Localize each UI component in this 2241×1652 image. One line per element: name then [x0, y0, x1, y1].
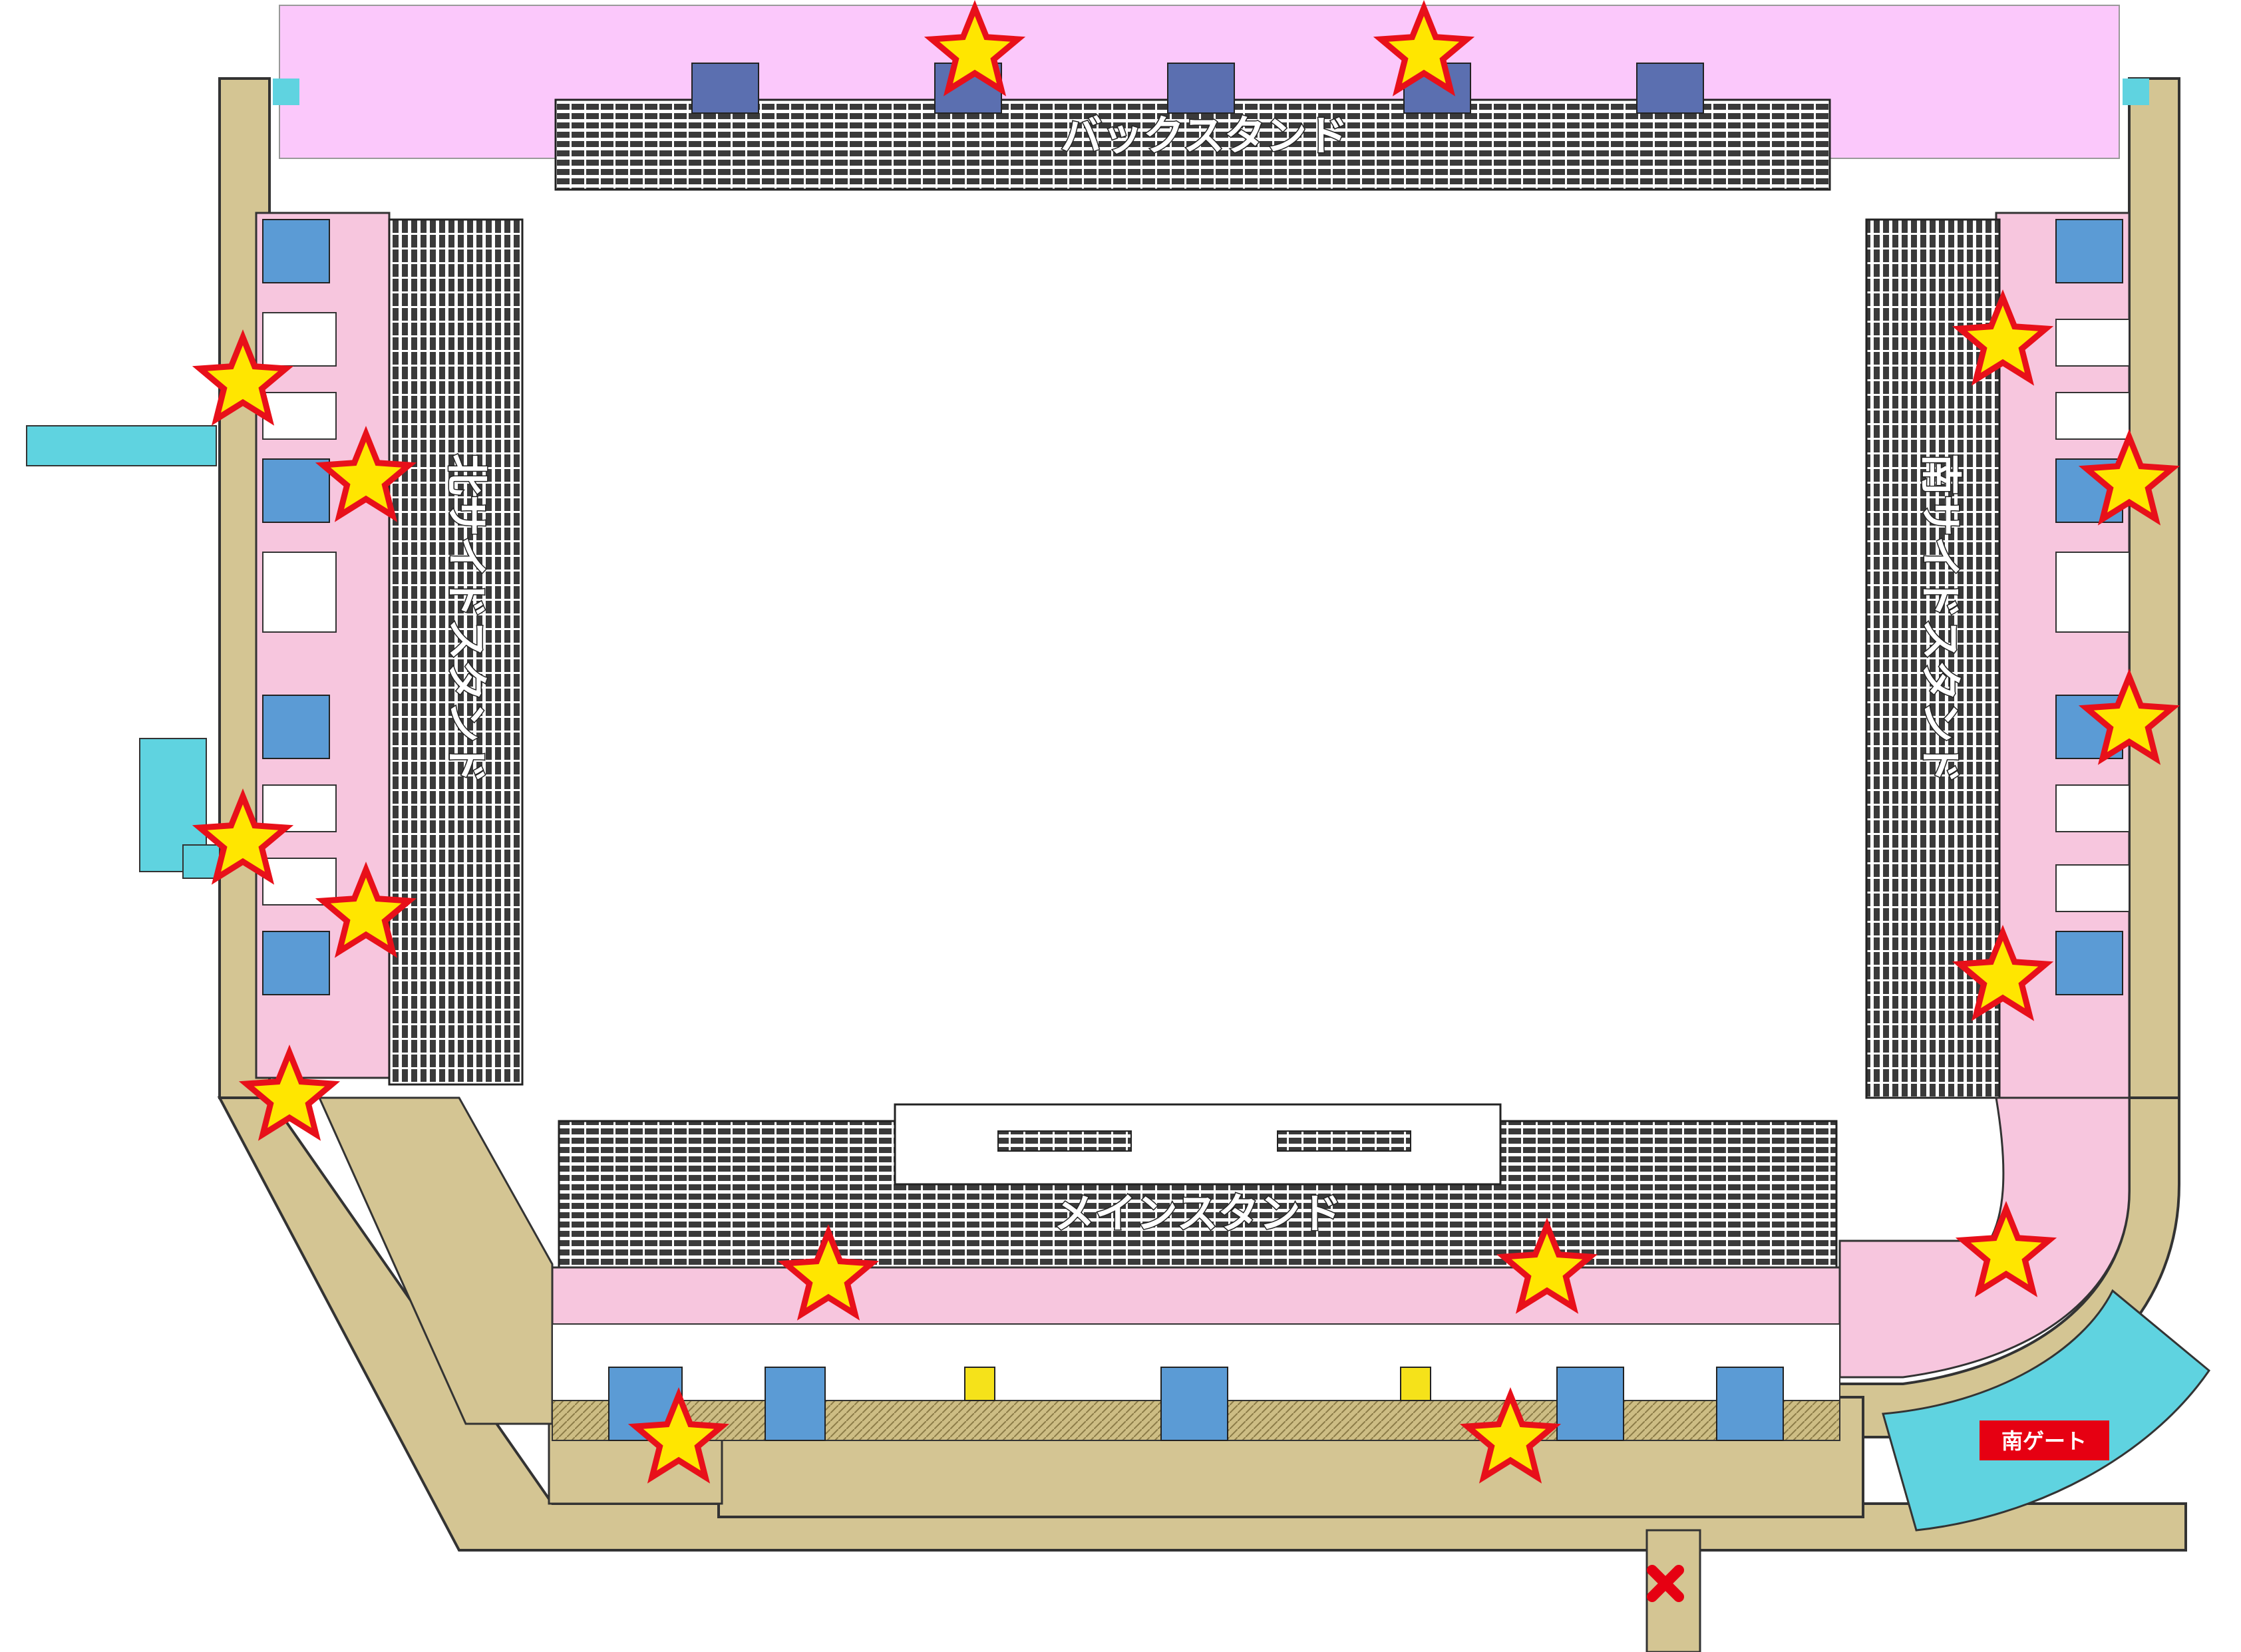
star-marker [315, 425, 417, 522]
north-side-stand-label: 北サイドスタンド [442, 454, 491, 784]
south-gate-stairs [1882, 1289, 2211, 1532]
back-stand-label: バックスタンド [1061, 111, 1348, 160]
star-marker [192, 329, 294, 426]
main-yellow-rooms [964, 1367, 1431, 1401]
star-marker [238, 1044, 341, 1141]
south-east-curve-concourse [1838, 1096, 2131, 1379]
star-marker [1952, 289, 2054, 386]
star-marker [1496, 1217, 1598, 1314]
north-side-restrooms [262, 219, 330, 995]
main-restrooms [608, 1367, 1784, 1441]
star-marker [2078, 668, 2180, 765]
north-side-stand-seats [388, 218, 524, 1086]
star-marker [1459, 1387, 1562, 1484]
main-stand-vip-windows [997, 1130, 1411, 1152]
north-side-rooms [262, 312, 337, 906]
star-marker [924, 0, 1026, 96]
star-marker [627, 1387, 730, 1484]
star-markers [192, 0, 2180, 1484]
star-marker [2078, 428, 2180, 526]
south-side-stand-label: 南サイドスタンド [1916, 454, 1965, 784]
south-side-rooms [2055, 319, 2130, 912]
south-gate-label: 南ゲート [2001, 1428, 2087, 1454]
main-stand-label: メインスタンド [1054, 1189, 1342, 1238]
star-marker [1373, 0, 1475, 96]
south-gate-badge [1980, 1420, 2109, 1460]
star-marker [1952, 924, 2054, 1021]
back-stand-seats [554, 98, 1831, 191]
west-bridge [26, 79, 2149, 879]
star-marker [1955, 1200, 2057, 1297]
star-marker [192, 788, 294, 885]
closed-marker [1647, 1565, 1684, 1602]
star-marker [315, 861, 417, 958]
star-marker [777, 1224, 880, 1321]
